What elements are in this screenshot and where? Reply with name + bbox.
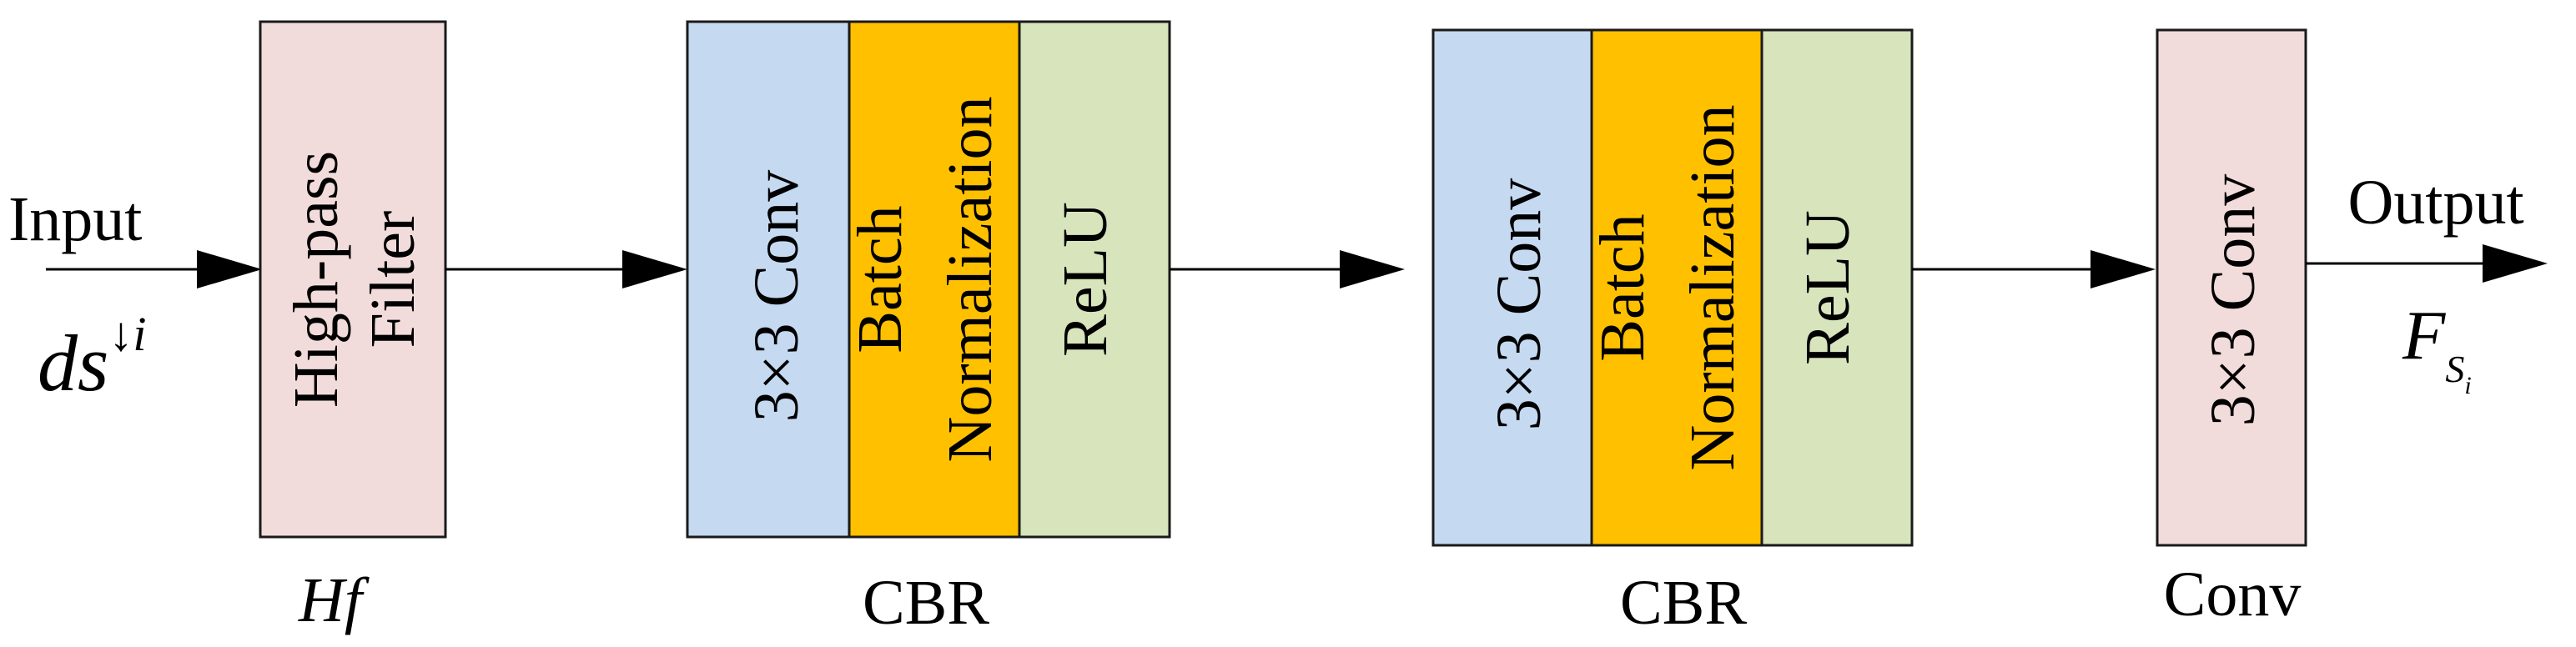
input-symbol-sup-arrow: ↓ <box>108 307 133 361</box>
cbr2-conv-block <box>1431 28 1593 547</box>
input-arrowhead <box>197 250 262 288</box>
cbr2-relu-block <box>1760 28 1914 547</box>
input-symbol: ds↓i <box>38 307 146 408</box>
input-symbol-base: ds <box>38 318 108 408</box>
output-symbol-base: F <box>2402 297 2447 374</box>
final-conv-label: 3×3 Conv <box>2198 174 2268 427</box>
cbr1-bn-label-line2: Normalization <box>935 97 1005 463</box>
cbr1-conv-label: 3×3 Conv <box>742 170 812 423</box>
cbr2-bn-label-line2: Normalization <box>1678 105 1748 471</box>
cbr1-bn-label-line1: Batch <box>845 205 915 353</box>
input-symbol-sup-index: i <box>133 307 146 361</box>
cbr2-bn-block <box>1590 28 1763 547</box>
cbr1-caption: CBR <box>863 568 989 638</box>
hf-label-line1: High-pass <box>281 151 351 408</box>
hf-caption: Hf <box>298 565 370 635</box>
cbr2-caption: CBR <box>1620 568 1747 638</box>
hf-block <box>259 20 447 539</box>
cbr1-bn-block <box>848 20 1021 539</box>
hf-label-line2: Filter <box>358 211 428 349</box>
cbr1-relu-block <box>1018 20 1171 539</box>
input-label: Input <box>8 184 142 254</box>
output-symbol: FSi <box>2402 297 2472 399</box>
output-label: Output <box>2347 168 2523 238</box>
final-conv-block <box>2156 28 2307 547</box>
output-arrowhead <box>2483 244 2548 283</box>
cbr1-relu-label: ReLU <box>1050 202 1120 357</box>
arrow-cbr1-to-cbr2-head <box>1340 250 1405 288</box>
cbr2-relu-label: ReLU <box>1793 210 1863 365</box>
cbr2-bn-label-line1: Batch <box>1587 213 1658 361</box>
output-symbol-sub: S <box>2445 348 2464 390</box>
cbr2-conv-label: 3×3 Conv <box>1484 178 1554 431</box>
cbr1-conv-block <box>686 20 851 539</box>
final-conv-caption: Conv <box>2164 559 2302 629</box>
arrow-cbr2-to-conv-head <box>2090 250 2156 288</box>
arrow-hf-to-cbr1-head <box>622 250 687 288</box>
output-symbol-subsub: i <box>2464 372 2471 399</box>
